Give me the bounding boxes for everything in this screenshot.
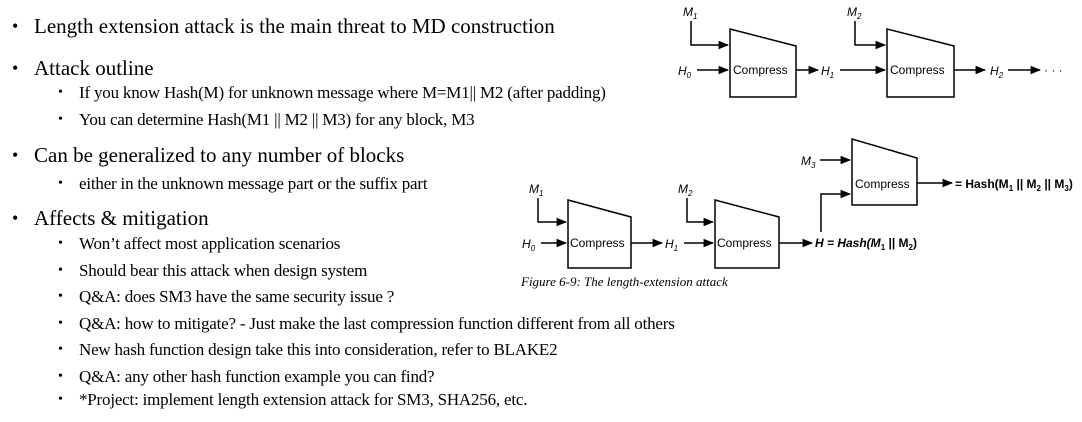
bullet-4-4-text: Q&A: how to mitigate? - Just make the la… <box>79 314 675 333</box>
bullet-dot: • <box>58 289 63 304</box>
top-m1-arrow <box>690 21 730 50</box>
bottom-compress-3-label: Compress <box>855 177 910 191</box>
bottom-m3-label: M3 <box>801 154 816 170</box>
bullet-4-7-text: *Project: implement length extension att… <box>79 390 528 409</box>
bullet-2-2-text: You can determine Hash(M1 || M2 || M3) f… <box>79 110 475 129</box>
top-compress-1 <box>729 28 797 98</box>
bottom-diagram: M1 M2 Compress Compress H0 H1 H = Hash(M… <box>522 137 1073 269</box>
bottom-m2-label: M2 <box>678 182 693 198</box>
top-compress-2-label: Compress <box>890 63 945 77</box>
bullet-4-1-text: Won’t affect most application scenarios <box>79 234 341 253</box>
figure-caption: Figure 6-9: The length-extension attack <box>521 274 728 289</box>
bottom-compress-2 <box>714 199 780 269</box>
top-diagram: M1 M2 Compress Compress H0 H1 H2 · · · <box>678 5 1063 98</box>
bullet-2-text: Attack outline <box>34 56 154 80</box>
bullet-4-2-text: Should bear this attack when design syst… <box>79 261 368 280</box>
bullet-4-text: Affects & mitigation <box>34 206 209 230</box>
bullet-4-3-text: Q&A: does SM3 have the same security iss… <box>79 287 395 306</box>
bullet-dot: • <box>12 145 19 165</box>
top-h0-label: H0 <box>678 64 692 80</box>
bottom-compress-1-label: Compress <box>570 236 625 250</box>
top-m2-label: M2 <box>847 5 862 21</box>
bottom-compress-1 <box>567 199 632 269</box>
bullet-dot: • <box>58 263 63 278</box>
top-h1-label: H1 <box>821 64 834 80</box>
bullet-3-text: Can be generalized to any number of bloc… <box>34 143 405 167</box>
bottom-h-hash-label: H = Hash(M1 || M2) <box>815 236 917 252</box>
bottom-h1-label: H1 <box>665 237 678 253</box>
bullet-3-1-text: either in the unknown message part or th… <box>79 174 428 193</box>
bullet-4-6-text: Q&A: any other hash function example you… <box>79 367 435 386</box>
bullet-dot: • <box>12 58 19 78</box>
bottom-m1-label: M1 <box>529 182 543 198</box>
bullet-dot: • <box>58 85 63 100</box>
bullet-dot: • <box>58 392 63 407</box>
top-m1-label: M1 <box>683 5 697 21</box>
top-m2-arrow <box>854 21 887 50</box>
bullet-2-1-text: If you know Hash(M) for unknown message … <box>79 83 606 102</box>
bottom-h0-label: H0 <box>522 237 536 253</box>
top-h2-label: H2 <box>990 64 1004 80</box>
bottom-h-feed-arrow <box>820 189 852 232</box>
bullet-1-text: Length extension attack is the main thre… <box>34 14 555 38</box>
bottom-compress-3 <box>851 137 918 206</box>
bottom-m1-arrow <box>537 198 568 227</box>
top-compress-2 <box>886 28 955 98</box>
bullet-dot: • <box>12 208 19 228</box>
bottom-m2-arrow <box>686 198 715 227</box>
bullet-dot: • <box>58 236 63 251</box>
bullet-dot: • <box>12 16 19 36</box>
bullet-dot: • <box>58 112 63 127</box>
bullet-dot: • <box>58 176 63 191</box>
bullet-dot: • <box>58 342 63 357</box>
bullet-dot: • <box>58 369 63 384</box>
bottom-final-hash-label: = Hash(M1 || M2 || M3) <box>955 177 1073 193</box>
top-ellipsis: · · · <box>1044 63 1063 77</box>
bullet-4-5-text: New hash function design take this into … <box>79 340 558 359</box>
bottom-compress-2-label: Compress <box>717 236 772 250</box>
top-compress-1-label: Compress <box>733 63 788 77</box>
bullet-dot: • <box>58 316 63 331</box>
